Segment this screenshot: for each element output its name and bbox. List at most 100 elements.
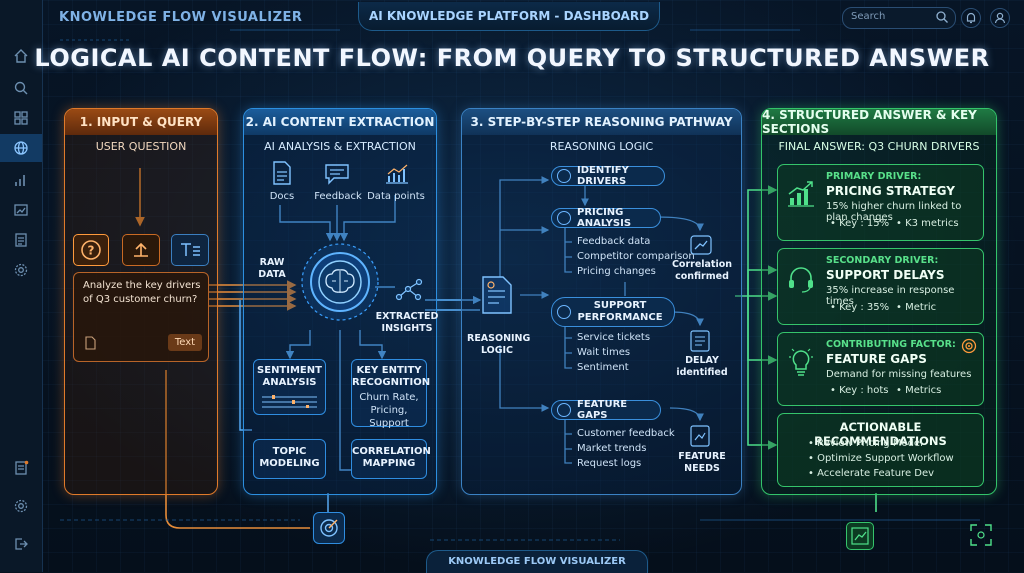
sentiment-analysis-box[interactable]: SENTIMENT ANALYSIS [253,359,326,415]
search-icon [936,11,948,23]
card-label: PRIMARY DRIVER: [826,171,922,182]
card-metric-value: Metrics [905,385,942,396]
card-key: • Key : 35% [830,302,890,313]
dashboard-title-tab: AI KNOWLEDGE PLATFORM - DASHBOARD [358,2,660,31]
step-dot-icon [557,169,571,183]
headset-icon [789,267,813,293]
panel-header: 4. STRUCTURED ANSWER & KEY SECTIONS [762,108,996,136]
target-icon [961,338,977,354]
card-key: • Key : 15% [830,218,890,229]
network-icon [395,278,423,301]
card-title: PRICING STRATEGY [826,184,955,198]
feedback-icon [325,164,349,185]
analytics-icon [851,527,869,545]
feature-item: Request logs [577,458,642,469]
recommendation-text: Accelerate Feature Dev [817,468,935,479]
panel-header: 1. INPUT & QUERY [65,109,217,135]
attachment-icon[interactable] [84,336,96,350]
identify-label: IDENTIFY DRIVERS [577,165,629,187]
panel-subtitle: FINAL ANSWER: Q3 CHURN DRIVERS [778,140,980,153]
text-button[interactable]: Text [168,334,202,351]
search-icon[interactable] [9,76,33,100]
bell-icon[interactable] [961,8,981,28]
user-icon[interactable] [990,8,1010,28]
panel-subtitle: REASONING LOGIC [549,140,654,153]
extracted-insights-label: EXTRACTED INSIGHTS [375,311,439,334]
chart-window-icon[interactable] [9,198,33,222]
checklist-icon [690,330,710,352]
panel-header: 3. STEP-BY-STEP REASONING PATHWAY [462,109,741,135]
fullscreen-button[interactable] [968,522,994,548]
secondary-driver-card[interactable]: SECONDARY DRIVER: SUPPORT DELAYS 35% inc… [777,248,984,325]
support-label: SUPPORT PERFORMANCE [577,300,663,323]
globe-icon[interactable] [9,136,33,160]
grid-icon[interactable] [9,106,33,130]
panel-subtitle: AI ANALYSIS & EXTRACTION [264,140,416,153]
target-node-button[interactable] [313,512,345,544]
settings-icon[interactable] [9,494,33,518]
question-icon: ? [81,240,101,260]
card-key: • Key : hots [830,385,889,396]
svg-text:?: ? [88,244,95,258]
support-item: Sentiment [577,362,629,373]
step-dot-icon [557,403,571,417]
support-performance-step[interactable]: SUPPORT PERFORMANCE [551,297,675,327]
card-metric: • Metric [896,302,937,313]
card-desc: 35% increase in response times [826,285,955,307]
identify-drivers-step[interactable]: IDENTIFY DRIVERS [551,165,665,187]
home-icon[interactable] [9,44,33,68]
ai-brain-icon [301,243,379,321]
support-item: Service tickets [577,332,651,343]
recommendation-item: • Review Pricing Model [808,438,923,449]
bar-chart-icon[interactable] [9,168,33,192]
feature-item: Market trends [577,443,647,454]
card-key-value: Key : hots [839,385,889,396]
fullscreen-icon [970,524,992,546]
search-input[interactable]: Search [842,7,956,29]
recommendations-card[interactable]: ACTIONABLE RECOMMENDATIONS • Review Pric… [777,413,984,487]
recommendation-item: • Accelerate Feature Dev [808,468,935,479]
notes-icon[interactable] [9,456,33,480]
main-title: LOGICAL AI CONTENT FLOW: FROM QUERY TO S… [34,44,990,72]
upload-button[interactable] [122,234,160,266]
sentiment-label: SENTIMENT ANALYSIS [257,365,322,388]
help-button[interactable]: ? [73,234,109,266]
card-metric: • Metrics [896,385,942,396]
text-format-button[interactable] [171,234,209,266]
card-metric: • K3 metrics [896,218,959,229]
reasoning-document-icon [482,276,512,314]
panel-header: 2. AI CONTENT EXTRACTION [244,109,436,135]
panel-ai-extraction: 2. AI CONTENT EXTRACTION AI ANALYSIS & E… [243,108,439,495]
recommendation-text: Review Pricing Model [817,438,923,449]
correlation-mapping-box[interactable]: CORRELATION MAPPING [351,439,431,479]
recommendation-item: • Optimize Support Workflow [808,453,954,464]
primary-driver-card[interactable]: PRIMARY DRIVER: PRICING STRATEGY 15% hig… [777,164,984,241]
analytics-node-button[interactable] [846,522,874,550]
step-dot-icon [557,305,571,319]
source-data-points: Data points [367,191,425,202]
target-icon [320,519,338,537]
gear-icon[interactable] [9,258,33,282]
question-input[interactable]: Analyze the key drivers of Q3 customer c… [73,272,209,362]
feature-doc-icon [690,425,710,447]
key-entity-box[interactable]: KEY ENTITY RECOGNITION Churn Rate, Prici… [351,359,430,429]
card-label: CONTRIBUTING FACTOR: [826,339,956,350]
topic-label: TOPIC MODELING [259,446,320,469]
document-icon[interactable] [9,228,33,252]
card-label: SECONDARY DRIVER: [826,255,939,266]
upload-icon [134,242,148,257]
recommendation-text: Optimize Support Workflow [817,453,954,464]
delay-identified-label: DELAY identified [676,355,728,378]
logout-icon[interactable] [9,532,33,556]
card-desc: 15% higher churn linked to plan changes [826,201,962,223]
panel-structured-answer: 4. STRUCTURED ANSWER & KEY SECTIONS FINA… [761,108,997,495]
pricing-analysis-step[interactable]: PRICING ANALYSIS [551,207,661,229]
feature-gaps-step[interactable]: FEATURE GAPS [551,399,661,421]
topic-modeling-box[interactable]: TOPIC MODELING [253,439,326,479]
feature-item: Customer feedback [577,428,675,439]
card-desc: Demand for missing features [826,369,972,380]
card-metric-value: Metric [905,302,937,313]
key-entity-sub: Churn Rate, Pricing, Support [359,392,419,429]
contributing-factor-card[interactable]: CONTRIBUTING FACTOR: FEATURE GAPS Demand… [777,332,984,406]
